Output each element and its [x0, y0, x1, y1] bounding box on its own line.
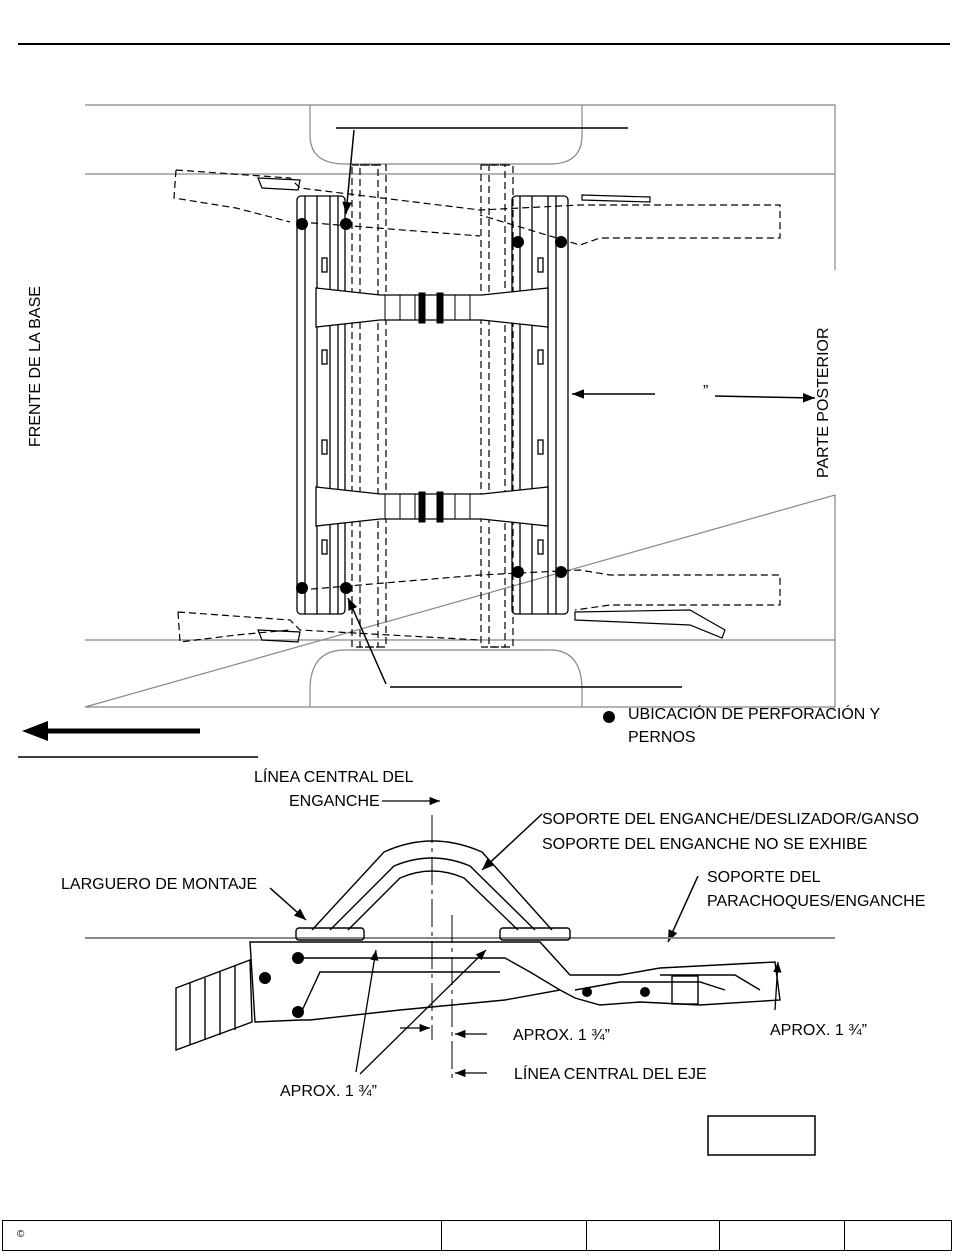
- cross-member-details: [384, 292, 471, 523]
- footer-cell-2: [441, 1221, 586, 1250]
- approx-center-label: APROX. 1 ¾”: [513, 1027, 610, 1044]
- support-label-1: SOPORTE DEL ENGANCHE/DESLIZADOR/GANSO: [542, 811, 919, 828]
- footer-cell-5: [844, 1221, 951, 1250]
- legend-label-line2: PERNOS: [628, 729, 696, 746]
- rail-brackets: [257, 177, 726, 643]
- side-bolts: [259, 952, 650, 1018]
- top-view-inch-mark: ”: [703, 383, 708, 400]
- front-direction-arrow: [22, 721, 200, 741]
- footer-copyright: ©: [17, 1229, 25, 1240]
- front-label: FRENTE DE LA BASE: [27, 286, 44, 447]
- truck-frame-side: [175, 941, 781, 1052]
- cross-members: [315, 287, 549, 527]
- side-leaders: [355, 949, 782, 1078]
- legend-label-line1: UBICACIÓN DE PERFORACIÓN Y: [628, 704, 881, 723]
- bumper-support-label-2: PARACHOQUES/ENGANCHE: [707, 893, 925, 910]
- footer-bar: ©: [2, 1220, 952, 1251]
- footer-cell-3: [586, 1221, 719, 1250]
- bolt-legend-dot: [603, 711, 615, 723]
- support-leader: [481, 813, 543, 871]
- top-leaders: [336, 127, 816, 688]
- frame-rails-dashed: [173, 164, 781, 648]
- figure-label-box: [707, 1115, 816, 1156]
- top-view: [84, 104, 836, 708]
- mounting-rail-label: LARGUERO DE MONTAJE: [61, 876, 257, 893]
- left-mounting-rail: [296, 195, 346, 615]
- approx-left-label: APROX. 1 ¾”: [280, 1083, 377, 1100]
- hitch-centerline-label-2: ENGANCHE: [289, 793, 380, 810]
- footer-cell-4: [719, 1221, 844, 1250]
- approx-right-label: APROX. 1 ¾”: [770, 1022, 867, 1039]
- hitch-centerline-label-1: LÍNEA CENTRAL DEL: [254, 767, 414, 786]
- hitch-head: [295, 840, 571, 941]
- bolt-locations: [296, 218, 567, 594]
- right-mounting-rail: [511, 195, 569, 615]
- mounting-rail-leader: [269, 887, 307, 921]
- support-label-2: SOPORTE DEL ENGANCHE NO SE EXHIBE: [542, 836, 867, 853]
- rear-label: PARTE POSTERIOR: [815, 327, 832, 478]
- axle-centerline-label: LÍNEA CENTRAL DEL EJE: [514, 1064, 707, 1083]
- bumper-support-label-1: SOPORTE DEL: [707, 869, 821, 886]
- bumper-support-leader: [667, 875, 699, 943]
